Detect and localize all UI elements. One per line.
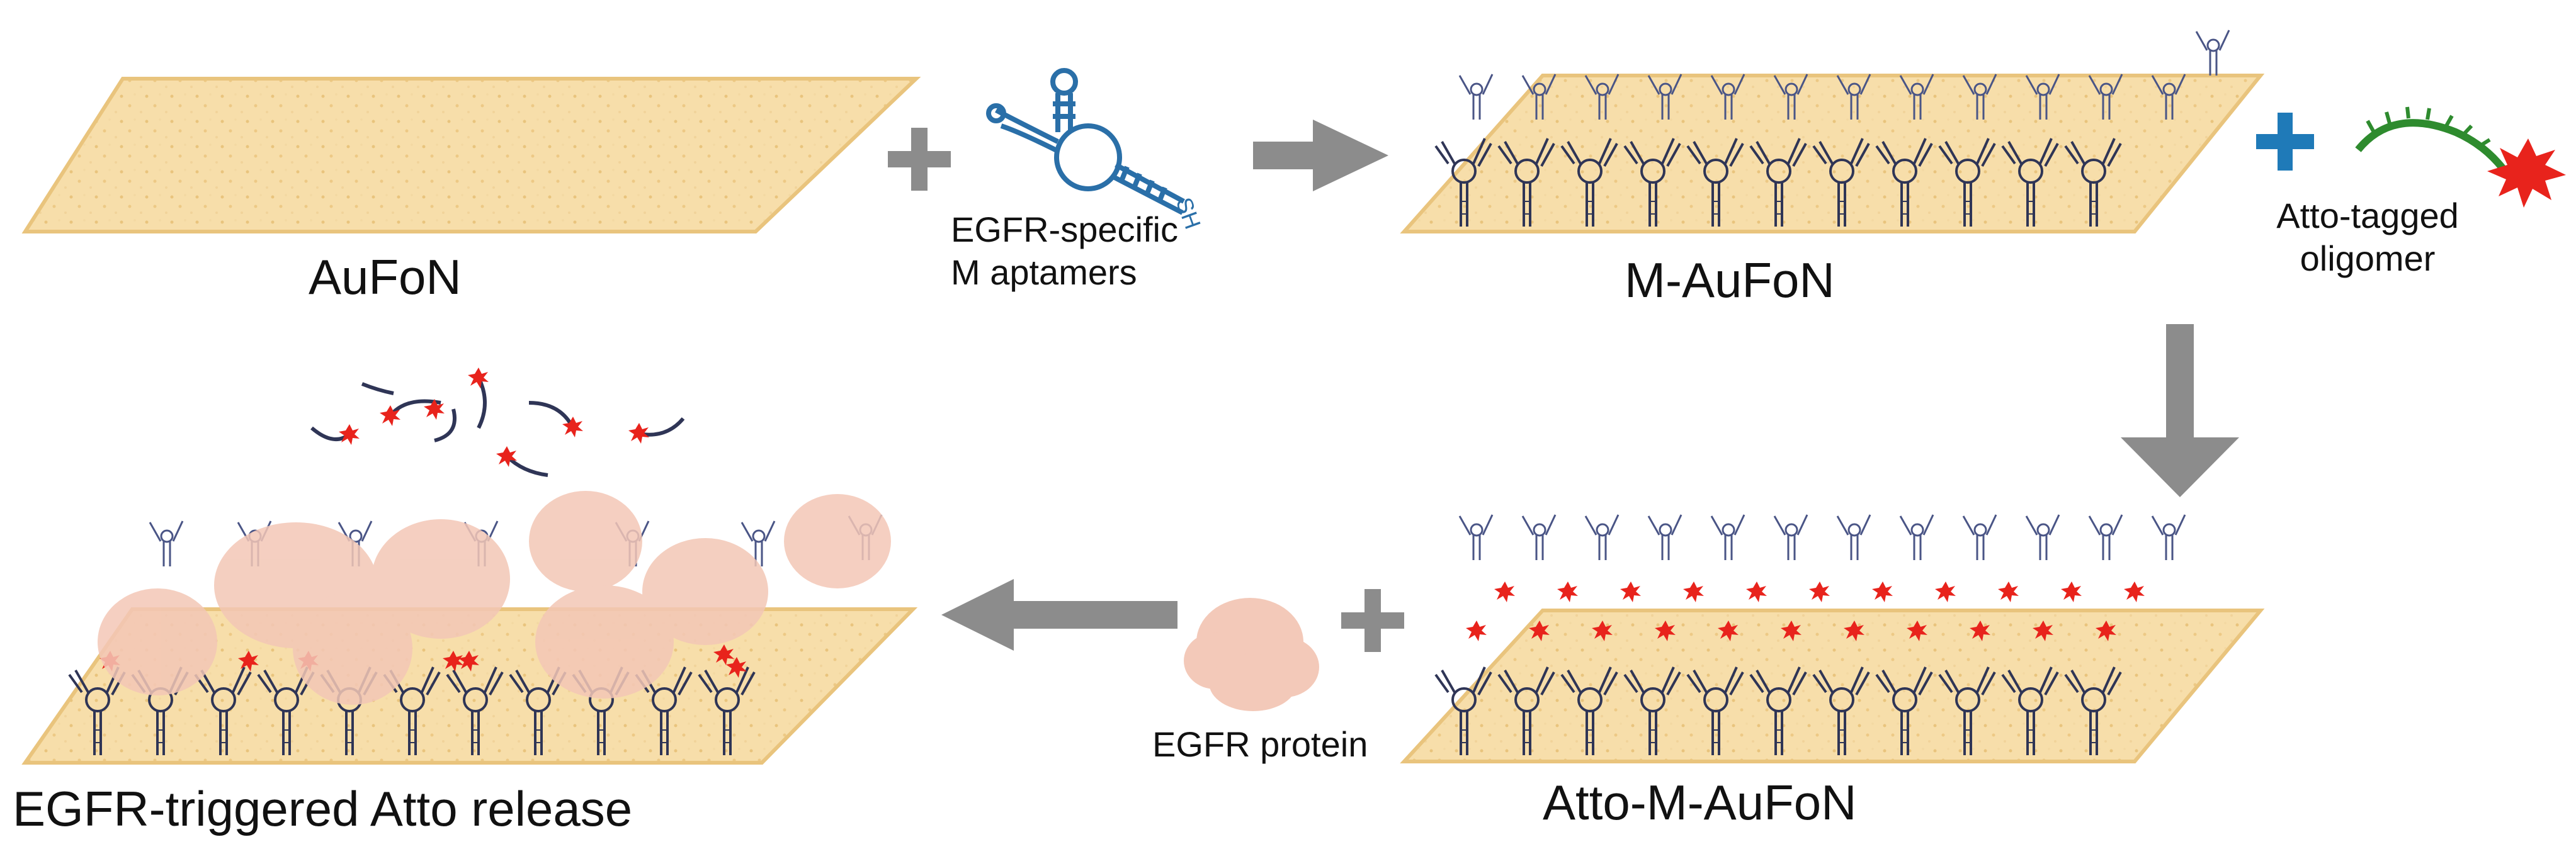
label-aufon: AuFoN xyxy=(309,249,462,305)
label-release: EGFR-triggered Atto release xyxy=(13,781,633,836)
arrow-left-icon xyxy=(941,579,1177,651)
label-atto-line1: Atto-tagged xyxy=(2276,196,2459,235)
plus-icon xyxy=(1341,589,1404,652)
arrow-right-icon xyxy=(1253,120,1388,191)
label-m-aufon: M-AuFoN xyxy=(1625,252,1835,308)
protein-icon xyxy=(1184,598,1319,711)
arrow-down-icon xyxy=(2121,324,2239,497)
aptamer-icon xyxy=(986,68,1185,215)
label-aptamer-line1: EGFR-specific xyxy=(951,210,1178,249)
released-fluorophores xyxy=(339,368,649,467)
fluorophore-icon xyxy=(2487,138,2566,208)
plus-icon xyxy=(2256,113,2314,171)
label-aptamer-line2: M aptamers xyxy=(951,252,1137,292)
oligomer-icon xyxy=(2355,106,2506,171)
label-atto-m-aufon: Atto-M-AuFoN xyxy=(1543,775,1857,830)
label-egfr-protein: EGFR protein xyxy=(1152,724,1368,764)
bound-protein-layer xyxy=(98,491,891,705)
released-oligomers xyxy=(310,376,685,477)
plus-icon xyxy=(888,128,951,191)
aufon-plate xyxy=(21,77,921,233)
label-atto-line2: oligomer xyxy=(2300,239,2436,278)
atto-m-aufon-plate xyxy=(1400,609,2265,763)
m-aufon-plate xyxy=(1400,74,2265,233)
